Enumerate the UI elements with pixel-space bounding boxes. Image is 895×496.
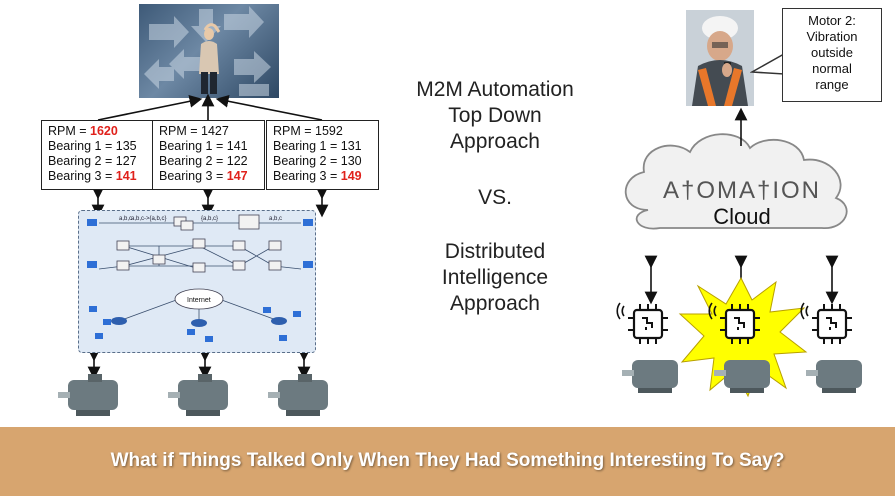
bottom-banner xyxy=(0,427,895,496)
sensor-card-2: RPM = 1427 Bearing 1 = 141 Bearing 2 = 1… xyxy=(152,120,265,190)
bearing-value: 130 xyxy=(340,154,362,168)
alert-callout: Motor 2: Vibration outside normal range xyxy=(782,8,882,102)
chip-icon xyxy=(628,304,668,344)
bearing-value: 122 xyxy=(226,154,248,168)
rpm-value: 1620 xyxy=(90,124,118,138)
callout-line: Vibration xyxy=(806,29,858,44)
cloud-shape xyxy=(624,133,848,230)
bearing-label: Bearing 2 = xyxy=(159,154,227,168)
sensor-card-3: RPM = 1592 Bearing 1 = 131 Bearing 2 = 1… xyxy=(266,120,379,190)
callout-line: Motor 2: xyxy=(808,13,856,28)
bearing-value: 141 xyxy=(226,139,248,153)
bearing-value: 141 xyxy=(115,169,137,183)
bearing-value: 131 xyxy=(340,139,362,153)
bearing-label: Bearing 3 = xyxy=(159,169,227,183)
bearing-value: 149 xyxy=(340,169,362,183)
rpm-value: 1427 xyxy=(201,124,229,138)
bearing-label: Bearing 3 = xyxy=(273,169,341,183)
callout-line: range xyxy=(815,77,849,92)
wifi-signal-icon xyxy=(616,302,809,320)
bearing-label: Bearing 2 = xyxy=(273,154,341,168)
motor-icon xyxy=(806,360,862,393)
chip-icon xyxy=(720,304,760,344)
callout-line: outside xyxy=(811,45,853,60)
rpm-label: RPM = xyxy=(48,124,91,138)
m2m-title: M2M Automation Top Down Approach xyxy=(350,77,640,155)
sensor-card-1: RPM = 1620 Bearing 1 = 135 Bearing 2 = 1… xyxy=(41,120,154,190)
banner-text: What if Things Talked Only When They Had… xyxy=(110,450,785,471)
bearing-label: Bearing 1 = xyxy=(48,139,116,153)
title-line: Approach xyxy=(450,130,540,153)
distributed-diagram: A†OMA†ION Cloud xyxy=(616,107,862,398)
bearing-value: 147 xyxy=(226,169,248,183)
title-line: Distributed xyxy=(444,240,546,263)
motor-icon xyxy=(714,360,770,393)
cloud-label: Cloud xyxy=(713,204,770,229)
bearing-label: Bearing 3 = xyxy=(48,169,116,183)
bearing-label: Bearing 1 = xyxy=(159,139,227,153)
motor-icon xyxy=(168,374,228,416)
internet-label: Internet xyxy=(187,297,211,304)
confused-person-arrows-image xyxy=(139,4,279,98)
bearing-value: 135 xyxy=(115,139,137,153)
field-worker-image xyxy=(686,10,754,106)
m2m-network-diagram: a,b,c a,b,c->{a,b,c} {a,b,c} a,b,c xyxy=(78,210,316,353)
bearing-label: Bearing 2 = xyxy=(48,154,116,168)
net-label: a,b,c xyxy=(269,216,282,222)
callout-tail xyxy=(750,52,786,75)
title-line: Approach xyxy=(450,292,540,315)
distributed-title: Distributed Intelligence Approach xyxy=(350,239,640,317)
vs-label: VS. xyxy=(478,186,512,209)
net-label: a,b,c xyxy=(119,216,132,222)
cloud-brand: A†OMA†ION xyxy=(663,177,821,204)
rpm-value: 1592 xyxy=(315,124,343,138)
bearing-value: 127 xyxy=(115,154,137,168)
net-label: {a,b,c} xyxy=(201,216,218,222)
motor-icon xyxy=(58,374,118,416)
callout-line: normal xyxy=(812,61,852,76)
title-line: Intelligence xyxy=(441,266,549,289)
motor-icon xyxy=(622,360,678,393)
title-line: Top Down xyxy=(448,104,542,127)
rpm-label: RPM = xyxy=(273,124,316,138)
net-label: a,b,c->{a,b,c} xyxy=(131,216,167,222)
left-motors xyxy=(58,374,328,416)
motor-icon xyxy=(268,374,328,416)
title-line: M2M Automation xyxy=(416,78,574,101)
rpm-label: RPM = xyxy=(159,124,202,138)
bearing-label: Bearing 1 = xyxy=(273,139,341,153)
chip-icon xyxy=(812,304,852,344)
